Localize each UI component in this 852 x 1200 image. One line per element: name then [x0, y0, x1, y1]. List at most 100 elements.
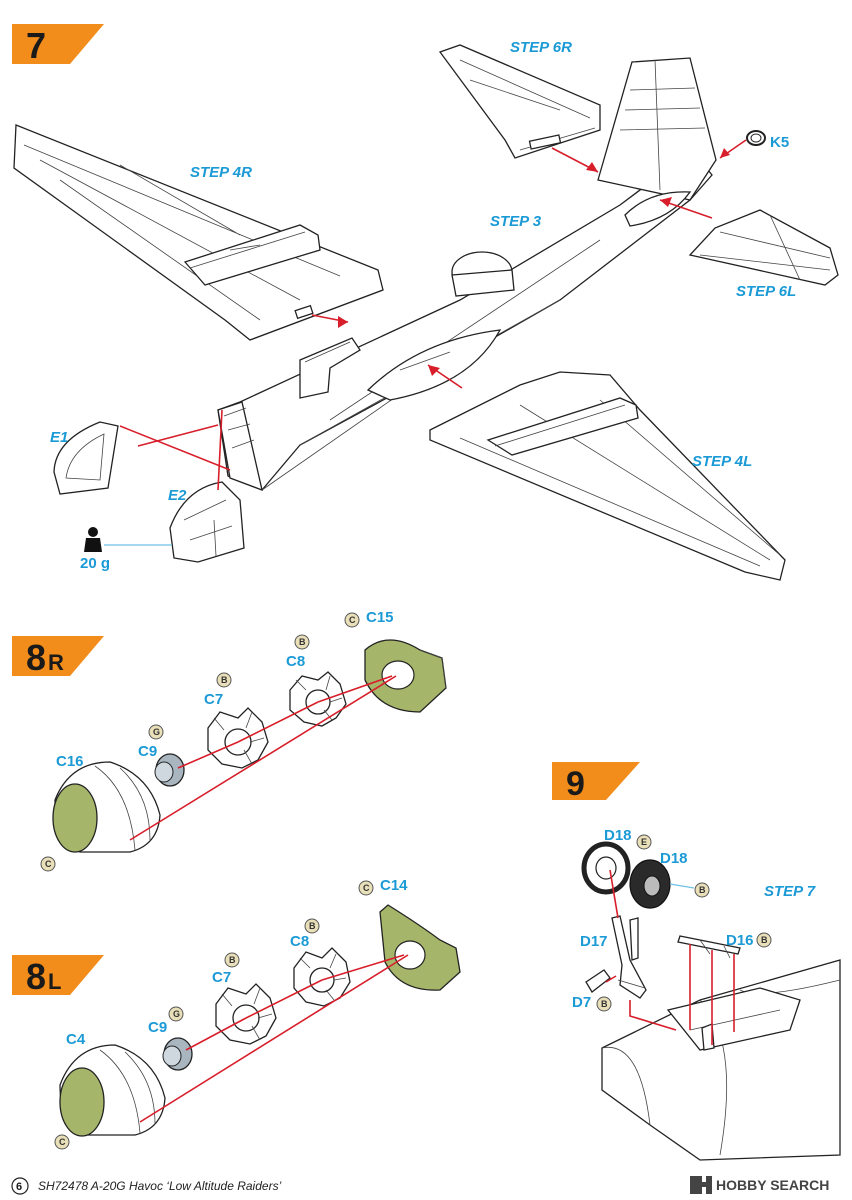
page-number-circle — [11, 1177, 29, 1195]
step-8r-arrows — [129, 675, 397, 841]
svg-text:C: C — [59, 1137, 66, 1147]
step-8r-number: 8 — [26, 637, 46, 678]
label-d18-a: D18 — [604, 827, 632, 844]
step-9: 9 — [552, 762, 841, 1161]
part-c15 — [364, 639, 447, 713]
label-weight: 20 g — [80, 555, 110, 572]
step-7: 7 — [12, 24, 839, 581]
part-c9-right — [154, 753, 185, 787]
svg-text:B: B — [601, 999, 608, 1009]
stabilizer-left — [688, 209, 839, 286]
label-step3: STEP 3 — [490, 213, 542, 230]
step-8l-box — [12, 955, 104, 995]
svg-text:B: B — [309, 921, 316, 931]
color-code-b-c7: B — [216, 672, 232, 688]
part-d17 — [611, 915, 647, 999]
svg-text:B: B — [229, 955, 236, 965]
part-k5 — [746, 130, 766, 146]
part-c7-left — [215, 983, 277, 1045]
color-code-g-c9-left: G — [168, 1006, 184, 1022]
color-code-c-c14: C — [358, 880, 374, 896]
part-e1 — [53, 421, 119, 495]
part-d18-wheel-b — [629, 859, 671, 909]
color-code-b-d16: B — [756, 932, 772, 948]
svg-text:E: E — [641, 837, 647, 847]
color-code-b-d7: B — [596, 996, 612, 1012]
page-number: 6 — [16, 1181, 22, 1193]
label-c9: C9 — [138, 743, 157, 760]
color-code-b-c8-left: B — [304, 918, 320, 934]
part-c9-left — [162, 1037, 193, 1071]
step-9-number: 9 — [566, 765, 585, 803]
label-d18-b: D18 — [660, 850, 688, 867]
label-c4: C4 — [66, 1031, 86, 1048]
svg-text:C: C — [363, 883, 370, 893]
step-8l-arrows — [139, 954, 409, 1123]
label-d17: D17 — [580, 933, 608, 950]
svg-text:B: B — [761, 935, 768, 945]
label-c14: C14 — [380, 877, 408, 894]
label-k5: K5 — [770, 134, 789, 151]
step-8l-suffix: L — [48, 969, 61, 994]
color-code-b-c7-left: B — [224, 952, 240, 968]
svg-text:HOBBY SEARCH: HOBBY SEARCH — [716, 1177, 829, 1193]
svg-text:B: B — [699, 885, 706, 895]
part-c14 — [379, 904, 461, 991]
step-8r-suffix: R — [48, 650, 64, 675]
color-code-c-c15: C — [344, 612, 360, 628]
svg-text:B: B — [221, 675, 228, 685]
svg-text:G: G — [173, 1009, 180, 1019]
label-c7: C7 — [204, 691, 223, 708]
fuselage — [217, 57, 717, 492]
part-c8-right — [289, 671, 347, 727]
label-c9-left: C9 — [148, 1019, 167, 1036]
svg-text:B: B — [299, 637, 306, 647]
label-c8-left: C8 — [290, 933, 309, 950]
label-c15: C15 — [366, 609, 394, 626]
svg-text:G: G — [153, 727, 160, 737]
color-code-c-c16: C — [40, 856, 56, 872]
part-d7 — [585, 969, 611, 993]
label-step4r: STEP 4R — [190, 164, 252, 181]
stabilizer-right — [438, 44, 601, 159]
label-step7: STEP 7 — [764, 883, 816, 900]
label-step6l: STEP 6L — [736, 283, 796, 300]
svg-text:C: C — [349, 615, 356, 625]
color-code-b-d18: B — [694, 882, 710, 898]
part-e2 — [169, 481, 245, 563]
label-d7: D7 — [572, 994, 591, 1011]
part-d16 — [677, 935, 741, 959]
step-9-arrows — [605, 869, 735, 1045]
part-c7-right — [207, 707, 269, 769]
step-8l: 8 L C14 — [12, 877, 461, 1150]
label-e1: E1 — [50, 429, 68, 446]
step-8r-box — [12, 636, 104, 676]
label-c7-left: C7 — [212, 969, 231, 986]
right-wing — [13, 124, 384, 341]
label-d16: D16 — [726, 932, 754, 949]
left-wing — [429, 371, 786, 581]
step-9-box — [552, 762, 640, 800]
step-8r: 8 R — [12, 609, 447, 872]
footer: 6 SH72478 A-20G Havoc ‘Low Altitude Raid… — [11, 1176, 829, 1195]
label-c8: C8 — [286, 653, 305, 670]
svg-text:C: C — [45, 859, 52, 869]
step-7-arrows — [119, 139, 747, 491]
label-step4l: STEP 4L — [692, 453, 752, 470]
weight-icon — [84, 527, 102, 552]
label-step6r: STEP 6R — [510, 39, 572, 56]
hobby-search-watermark: HOBBY SEARCH — [690, 1176, 829, 1194]
hobby-search-logo-icon — [690, 1176, 712, 1194]
label-e2: E2 — [168, 487, 187, 504]
part-d18-wheel-a — [581, 841, 631, 895]
step-7-box — [12, 24, 104, 64]
color-code-b-c8: B — [294, 634, 310, 650]
label-c16: C16 — [56, 753, 84, 770]
step-7-number: 7 — [26, 25, 46, 66]
color-code-g-c9: G — [148, 724, 164, 740]
footer-text: SH72478 A-20G Havoc ‘Low Altitude Raider… — [38, 1179, 282, 1193]
step-8l-number: 8 — [26, 956, 46, 997]
nacelle-section — [601, 959, 841, 1161]
part-c4 — [59, 1044, 166, 1137]
